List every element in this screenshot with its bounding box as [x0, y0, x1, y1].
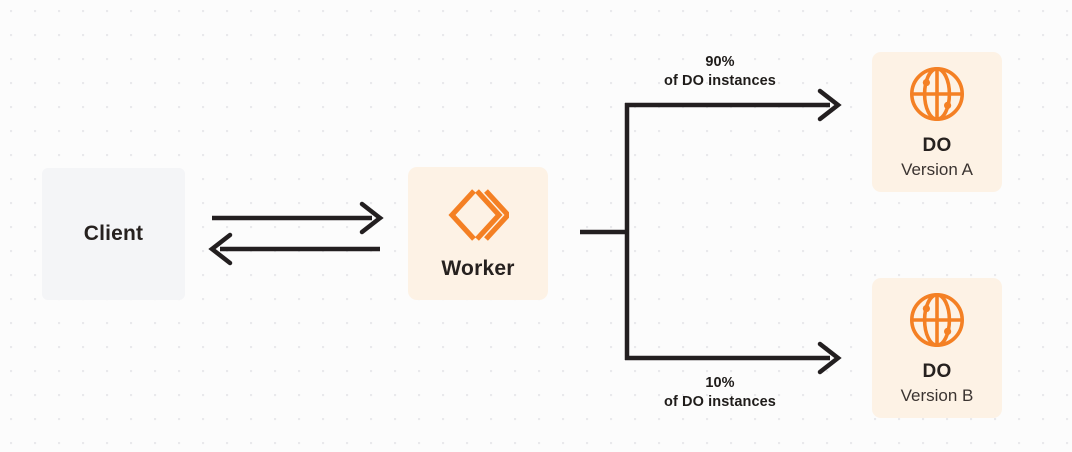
node-do-version-a[interactable]: DO Version A [872, 52, 1002, 192]
arrow-worker-to-client [208, 232, 380, 266]
edge-label-do-a-percent: 90% [705, 54, 735, 70]
node-client-label: Client [83, 222, 144, 245]
node-do-b-sublabel: Version B [900, 385, 974, 405]
globe-icon [908, 65, 966, 123]
edge-label-do-b: 10% of DO instances [610, 374, 830, 412]
arrow-client-to-worker [212, 201, 384, 235]
cloudflare-workers-icon [447, 187, 509, 243]
branch-connector [580, 103, 630, 360]
node-client[interactable]: Client [42, 168, 185, 300]
arrow-worker-to-do-b [625, 341, 842, 375]
edge-label-do-b-percent: 10% [705, 375, 735, 391]
node-do-a-label: DO [922, 134, 952, 156]
node-worker[interactable]: Worker [408, 167, 548, 300]
node-worker-label: Worker [441, 256, 515, 280]
arrow-worker-to-do-a [625, 88, 842, 122]
node-do-a-sublabel: Version A [901, 159, 973, 179]
node-do-version-b[interactable]: DO Version B [872, 278, 1002, 418]
edge-label-do-a: 90% of DO instances [610, 53, 830, 91]
edge-label-do-b-caption: of DO instances [664, 394, 776, 410]
node-do-b-label: DO [922, 360, 952, 382]
globe-icon [908, 291, 966, 349]
edge-label-do-a-caption: of DO instances [664, 73, 776, 89]
